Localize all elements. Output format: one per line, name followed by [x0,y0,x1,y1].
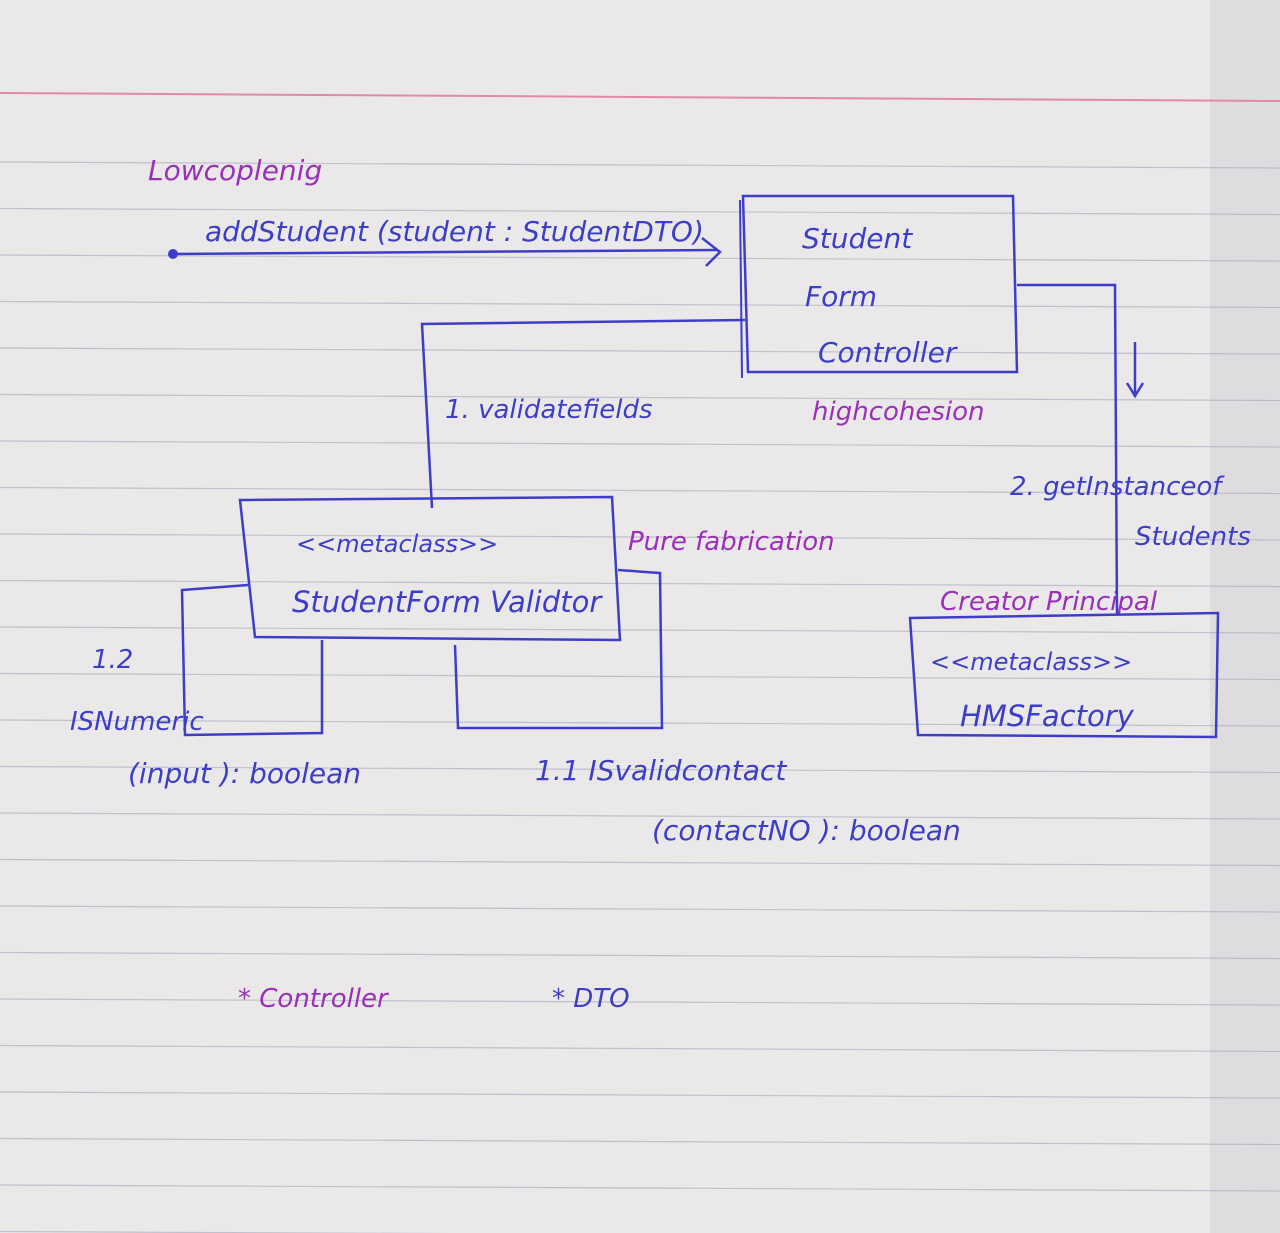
ruled-line [0,347,1280,355]
controller-note: * Controller [238,984,390,1014]
ruled-line [0,672,1280,681]
get-instance-message-line1: 2. getInstanceof [1010,472,1225,502]
incoming-message-line [172,248,719,256]
ruled-line [0,765,1280,774]
paper-shadow [1210,0,1280,1233]
is-numeric-message-line2: (input ): boolean [128,757,361,790]
controller-name-line3: Controller [818,336,958,369]
ruled-line [0,440,1280,448]
ruled-line [0,533,1280,541]
ruled-line [0,719,1280,727]
ruled-line [0,951,1280,960]
ruled-line [0,1137,1280,1146]
self-call-loop-1-2 [180,583,324,737]
creator-principal-annotation: Creator Principal [940,587,1158,617]
controller-name-line2: Form [805,280,877,313]
ruled-line [0,626,1280,634]
ruled-line [0,207,1280,216]
dto-note: * DTO [552,984,630,1014]
student-form-validator-box: <<metaclass>> StudentForm Validtor [238,495,622,642]
is-numeric-message-line1: ISNumeric [70,707,204,737]
ruled-line [0,858,1280,867]
ruled-line [0,300,1280,309]
is-valid-contact-message-line2: (contactNO ): boolean [652,814,961,847]
factory-name: HMSFactory [960,699,1135,733]
ruled-line [0,393,1280,402]
ruled-line [0,812,1280,820]
validator-stereotype: <<metaclass>> [296,530,498,558]
ruled-line [0,254,1280,262]
ruled-line [0,1044,1280,1053]
get-instance-message-line2: Students [1135,522,1251,552]
hms-factory-box: <<metaclass>> HMSFactory [908,611,1220,739]
self-call-loop-1-1 [453,568,664,730]
margin-line [0,92,1280,102]
incoming-message-arrow [701,237,722,267]
is-numeric-sequence-number: 1.2 [92,645,133,675]
controller-name-line1: Student [802,222,913,255]
low-coupling-annotation: Lowcoplenig [148,154,322,187]
ruled-line [0,998,1280,1006]
add-student-message: addStudent (student : StudentDTO) [205,215,704,248]
ruled-line [0,1184,1280,1192]
ruled-line [0,1091,1280,1099]
controller-validator-link [420,318,746,509]
student-form-controller-box: Student Form Controller [739,194,1019,379]
validate-fields-message: 1. validatefields [445,395,653,425]
ruled-line [0,579,1280,588]
ruled-lines [0,161,1280,1233]
controller-factory-link [1017,283,1119,616]
factory-stereotype: <<metaclass>> [930,648,1132,676]
pure-fabrication-annotation: Pure fabrication [628,527,835,557]
high-cohesion-annotation: highcohesion [812,397,985,427]
ruled-line [0,486,1280,495]
ruled-line [0,161,1280,169]
get-instance-arrow-head [1125,382,1145,399]
is-valid-contact-message-line1: 1.1 ISvalidcontact [535,754,787,787]
ruled-line [0,905,1280,913]
validator-name: StudentForm Validtor [292,585,603,619]
